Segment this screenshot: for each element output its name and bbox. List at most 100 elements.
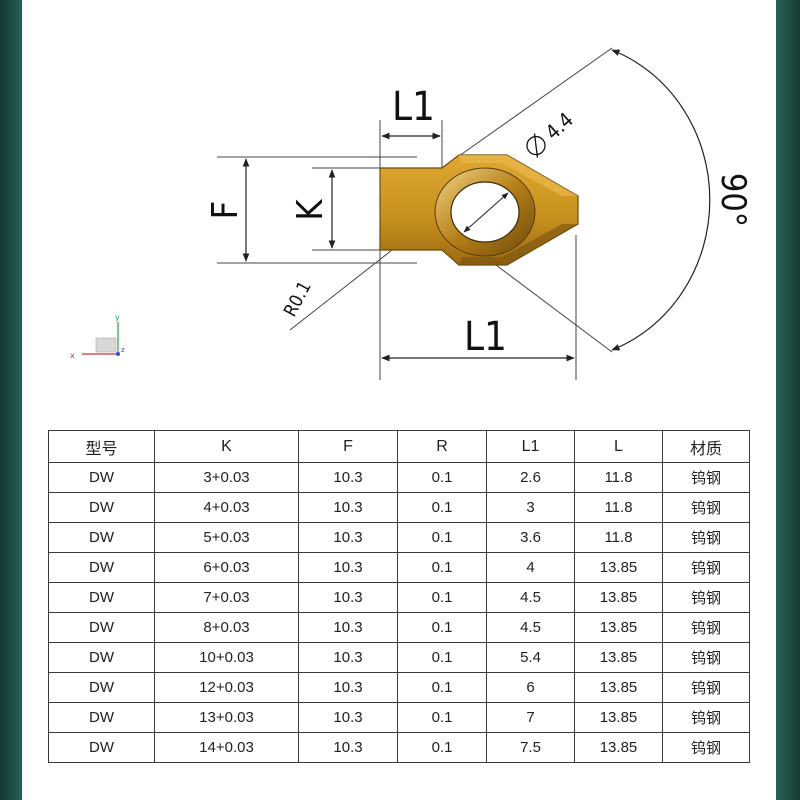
- table-header-cell: R: [397, 430, 487, 463]
- table-cell: 5+0.03: [154, 522, 299, 553]
- label-l1-bottom: L1: [464, 314, 507, 360]
- axis-gizmo-icon: x y z: [70, 313, 125, 360]
- dimension-lines: [242, 49, 711, 362]
- dim-angle-arc: [611, 49, 711, 351]
- table-cell: 8+0.03: [154, 612, 299, 643]
- insert-drawing-svg: L1 L1 F K 4.4 R0.1 90° x y z: [70, 47, 753, 380]
- table-cell: 钨钢: [662, 672, 750, 703]
- table-cell: 5.4: [486, 642, 575, 673]
- technical-drawing: L1 L1 F K 4.4 R0.1 90° x y z: [22, 0, 776, 410]
- table-cell: 3: [486, 492, 575, 523]
- table-cell: DW: [48, 522, 155, 553]
- table-cell: 13.85: [574, 582, 663, 613]
- left-background-strip: [0, 0, 22, 800]
- table-header-cell: 型号: [48, 430, 155, 463]
- table-cell: 0.1: [397, 582, 487, 613]
- table-cell: 钨钢: [662, 702, 750, 733]
- table-header-cell: K: [154, 430, 299, 463]
- table-cell: 钨钢: [662, 582, 750, 613]
- table-cell: 0.1: [397, 672, 487, 703]
- table-cell: 11.8: [574, 492, 663, 523]
- table-cell: 10.3: [298, 672, 398, 703]
- table-cell: 0.1: [397, 642, 487, 673]
- table-cell: 10.3: [298, 492, 398, 523]
- table-cell: 13.85: [574, 732, 663, 763]
- table-cell: 10.3: [298, 732, 398, 763]
- axis-x-label: x: [70, 351, 75, 360]
- diameter-symbol-icon: [526, 135, 546, 156]
- table-cell: 10.3: [298, 702, 398, 733]
- table-cell: 0.1: [397, 552, 487, 583]
- table-cell: 钨钢: [662, 522, 750, 553]
- table-cell: 0.1: [397, 522, 487, 553]
- label-f: F: [205, 201, 246, 220]
- table-cell: 10.3: [298, 642, 398, 673]
- table-cell: DW: [48, 612, 155, 643]
- table-cell: 0.1: [397, 612, 487, 643]
- table-cell: 10.3: [298, 612, 398, 643]
- table-cell: 钨钢: [662, 642, 750, 673]
- table-cell: DW: [48, 582, 155, 613]
- table-cell: 13.85: [574, 552, 663, 583]
- table-cell: 0.1: [397, 702, 487, 733]
- table-cell: DW: [48, 732, 155, 763]
- table-cell: 7: [486, 702, 575, 733]
- axis-y-label: y: [115, 313, 120, 322]
- table-cell: 3.6: [486, 522, 575, 553]
- label-diameter: 4.4: [541, 108, 578, 145]
- table-header-cell: 材质: [662, 430, 750, 463]
- table-cell: 2.6: [486, 462, 575, 493]
- table-cell: 0.1: [397, 462, 487, 493]
- table-cell: 钨钢: [662, 492, 750, 523]
- table-cell: 7+0.03: [154, 582, 299, 613]
- mounting-hole: [450, 181, 520, 243]
- table-cell: 13.85: [574, 612, 663, 643]
- table-cell: 11.8: [574, 522, 663, 553]
- insert-body: [379, 154, 579, 266]
- table-cell: 13.85: [574, 702, 663, 733]
- label-angle: 90°: [713, 173, 753, 227]
- table-cell: 6: [486, 672, 575, 703]
- hole-diameter-arrow: [463, 192, 509, 233]
- label-k: K: [290, 199, 331, 221]
- table-cell: 0.1: [397, 732, 487, 763]
- table-cell: 7.5: [486, 732, 575, 763]
- label-l1-top: L1: [392, 84, 435, 130]
- table-cell: DW: [48, 552, 155, 583]
- right-background-strip: [776, 0, 800, 800]
- table-cell: DW: [48, 492, 155, 523]
- table-header-cell: F: [298, 430, 398, 463]
- table-cell: 14+0.03: [154, 732, 299, 763]
- table-cell: 6+0.03: [154, 552, 299, 583]
- table-cell: 4.5: [486, 582, 575, 613]
- axis-z-label: z: [121, 346, 125, 354]
- table-cell: 11.8: [574, 462, 663, 493]
- table-cell: 钨钢: [662, 612, 750, 643]
- axis-z-dot: [116, 352, 120, 356]
- table-cell: 钨钢: [662, 732, 750, 763]
- spec-sheet: L1 L1 F K 4.4 R0.1 90° x y z: [22, 0, 776, 800]
- table-cell: DW: [48, 642, 155, 673]
- table-cell: 0.1: [397, 492, 487, 523]
- table-cell: 13.85: [574, 672, 663, 703]
- table-cell: DW: [48, 462, 155, 493]
- table-cell: 10.3: [298, 522, 398, 553]
- table-header-cell: L1: [486, 430, 575, 463]
- table-header-cell: L: [574, 430, 663, 463]
- table-cell: 4.5: [486, 612, 575, 643]
- table-cell: 10.3: [298, 552, 398, 583]
- table-cell: 10.3: [298, 582, 398, 613]
- table-cell: 12+0.03: [154, 672, 299, 703]
- table-cell: 4+0.03: [154, 492, 299, 523]
- table-cell: 钨钢: [662, 462, 750, 493]
